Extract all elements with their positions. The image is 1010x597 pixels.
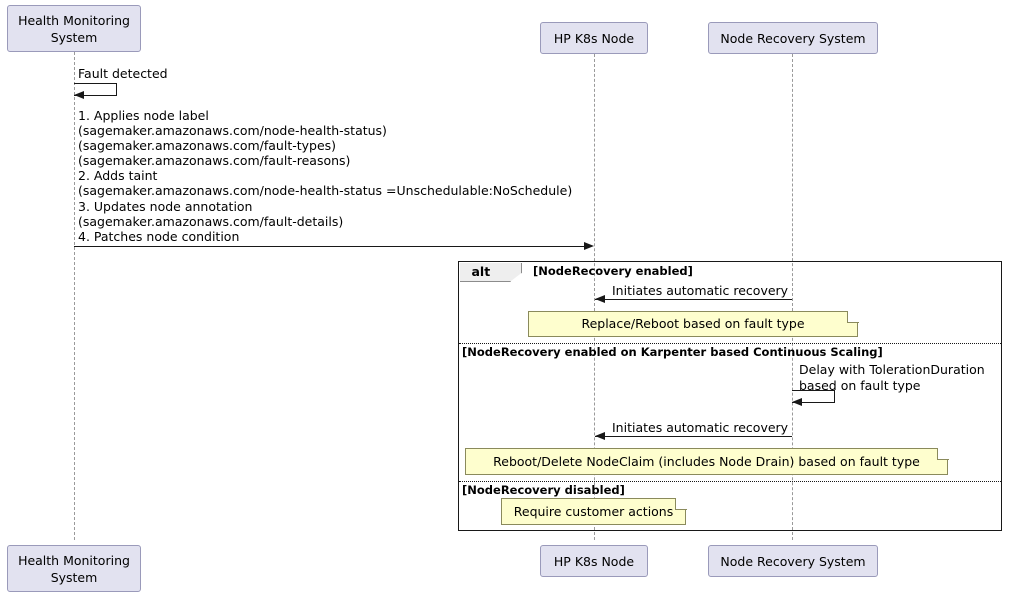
self-msg-arrowhead-fault: [74, 90, 84, 99]
note-reboot-delete-nodeclaim: Reboot/Delete NodeClaim (includes Node D…: [465, 448, 948, 475]
note-require-customer-actions: Require customer actions: [501, 498, 686, 525]
self-msg-right-fault: [116, 83, 117, 95]
alt-divider-2: [459, 481, 1001, 482]
message-arrowhead-node-updates: [584, 241, 594, 250]
message-label-initiates-recovery-1: Initiates automatic recovery: [612, 283, 789, 298]
message-arrowhead-initiates-recovery-1: [595, 294, 605, 303]
participant-health-bottom[interactable]: Health Monitoring System: [7, 545, 141, 592]
self-msg-bottom-fault: [74, 95, 117, 96]
alt-guard-1: [NodeRecovery enabled]: [533, 264, 693, 278]
note-require-customer-actions-fold: [675, 498, 687, 510]
self-msg-top-delay: [792, 390, 835, 391]
self-msg-right-delay: [834, 390, 835, 402]
message-line-initiates-recovery-2: [595, 436, 792, 437]
alt-guard-3: [NodeRecovery disabled]: [462, 483, 625, 497]
self-msg-top-fault: [74, 83, 117, 84]
lifeline-health: [74, 52, 75, 540]
note-replace-reboot-fold: [847, 311, 859, 323]
message-label-delay-toleration: Delay with TolerationDuration based on f…: [799, 362, 985, 393]
lifeline-recovery: [792, 54, 793, 540]
message-label-fault-detected: Fault detected: [78, 66, 168, 81]
message-line-node-updates: [74, 246, 586, 247]
note-reboot-delete-nodeclaim-fold: [937, 448, 949, 460]
participant-recovery-top[interactable]: Node Recovery System: [708, 22, 878, 54]
message-label-initiates-recovery-2: Initiates automatic recovery: [612, 420, 789, 435]
self-msg-arrowhead-delay: [792, 397, 802, 406]
participant-node-top[interactable]: HP K8s Node: [540, 22, 648, 54]
alt-fragment-operator: alt: [459, 262, 522, 282]
participant-node-bottom[interactable]: HP K8s Node: [540, 545, 648, 577]
alt-guard-2: [NodeRecovery enabled on Karpenter based…: [462, 345, 883, 359]
participant-recovery-bottom[interactable]: Node Recovery System: [708, 545, 878, 577]
participant-health-top[interactable]: Health Monitoring System: [7, 5, 141, 52]
self-msg-bottom-delay: [792, 402, 835, 403]
note-replace-reboot: Replace/Reboot based on fault type: [528, 311, 858, 337]
lifeline-node: [594, 54, 595, 540]
message-label-node-updates: 1. Applies node label (sagemaker.amazona…: [78, 108, 573, 244]
message-arrowhead-initiates-recovery-2: [595, 431, 605, 440]
alt-fragment: [458, 261, 1002, 531]
alt-divider-1: [459, 343, 1001, 344]
message-line-initiates-recovery-1: [595, 299, 792, 300]
